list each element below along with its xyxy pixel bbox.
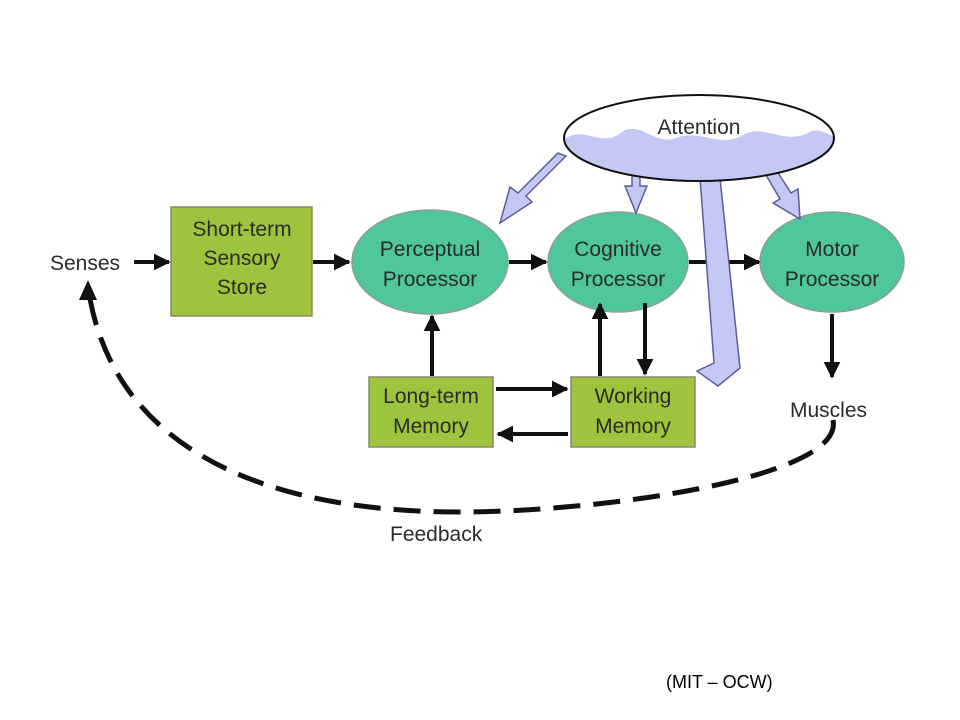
perceptual-label-line-1: Perceptual: [380, 238, 480, 261]
sensory-store-label-line-2: Sensory: [203, 247, 281, 270]
perceptual-processor-node: Perceptual Processor: [351, 209, 509, 315]
motor-label-line-2: Processor: [785, 268, 880, 291]
source-credit: (MIT – OCW): [666, 672, 773, 692]
working-memory-box: Working Memory: [570, 376, 696, 448]
working-label-line-2: Memory: [595, 415, 671, 438]
sensory-store-label-line-3: Store: [217, 276, 267, 299]
feedback-label: Feedback: [390, 523, 483, 546]
feedback-dashed-arrow: [85, 286, 836, 515]
cognitive-processor-node: Cognitive Processor: [547, 211, 689, 313]
sensory-store-label-line-1: Short-term: [192, 218, 291, 241]
short-term-sensory-store-box: Short-term Sensory Store: [170, 206, 313, 317]
attention-arrow-to-working-memory: [695, 177, 741, 387]
long-term-label-line-2: Memory: [393, 415, 469, 438]
long-term-label-line-1: Long-term: [383, 385, 479, 408]
muscles-label: Muscles: [790, 399, 867, 422]
cognitive-label-line-1: Cognitive: [574, 238, 662, 261]
long-term-memory-box: Long-term Memory: [368, 376, 494, 448]
senses-label: Senses: [50, 252, 120, 275]
motor-label-line-1: Motor: [805, 238, 859, 261]
attention-node: Attention: [563, 94, 835, 182]
attention-arrow-to-perceptual: [498, 152, 568, 225]
perceptual-label-line-2: Processor: [383, 268, 478, 291]
working-label-line-1: Working: [595, 385, 672, 408]
cognitive-label-line-2: Processor: [571, 268, 666, 291]
motor-processor-node: Motor Processor: [759, 211, 905, 313]
attention-label: Attention: [658, 116, 741, 139]
feedback-arrowhead: [79, 280, 97, 300]
